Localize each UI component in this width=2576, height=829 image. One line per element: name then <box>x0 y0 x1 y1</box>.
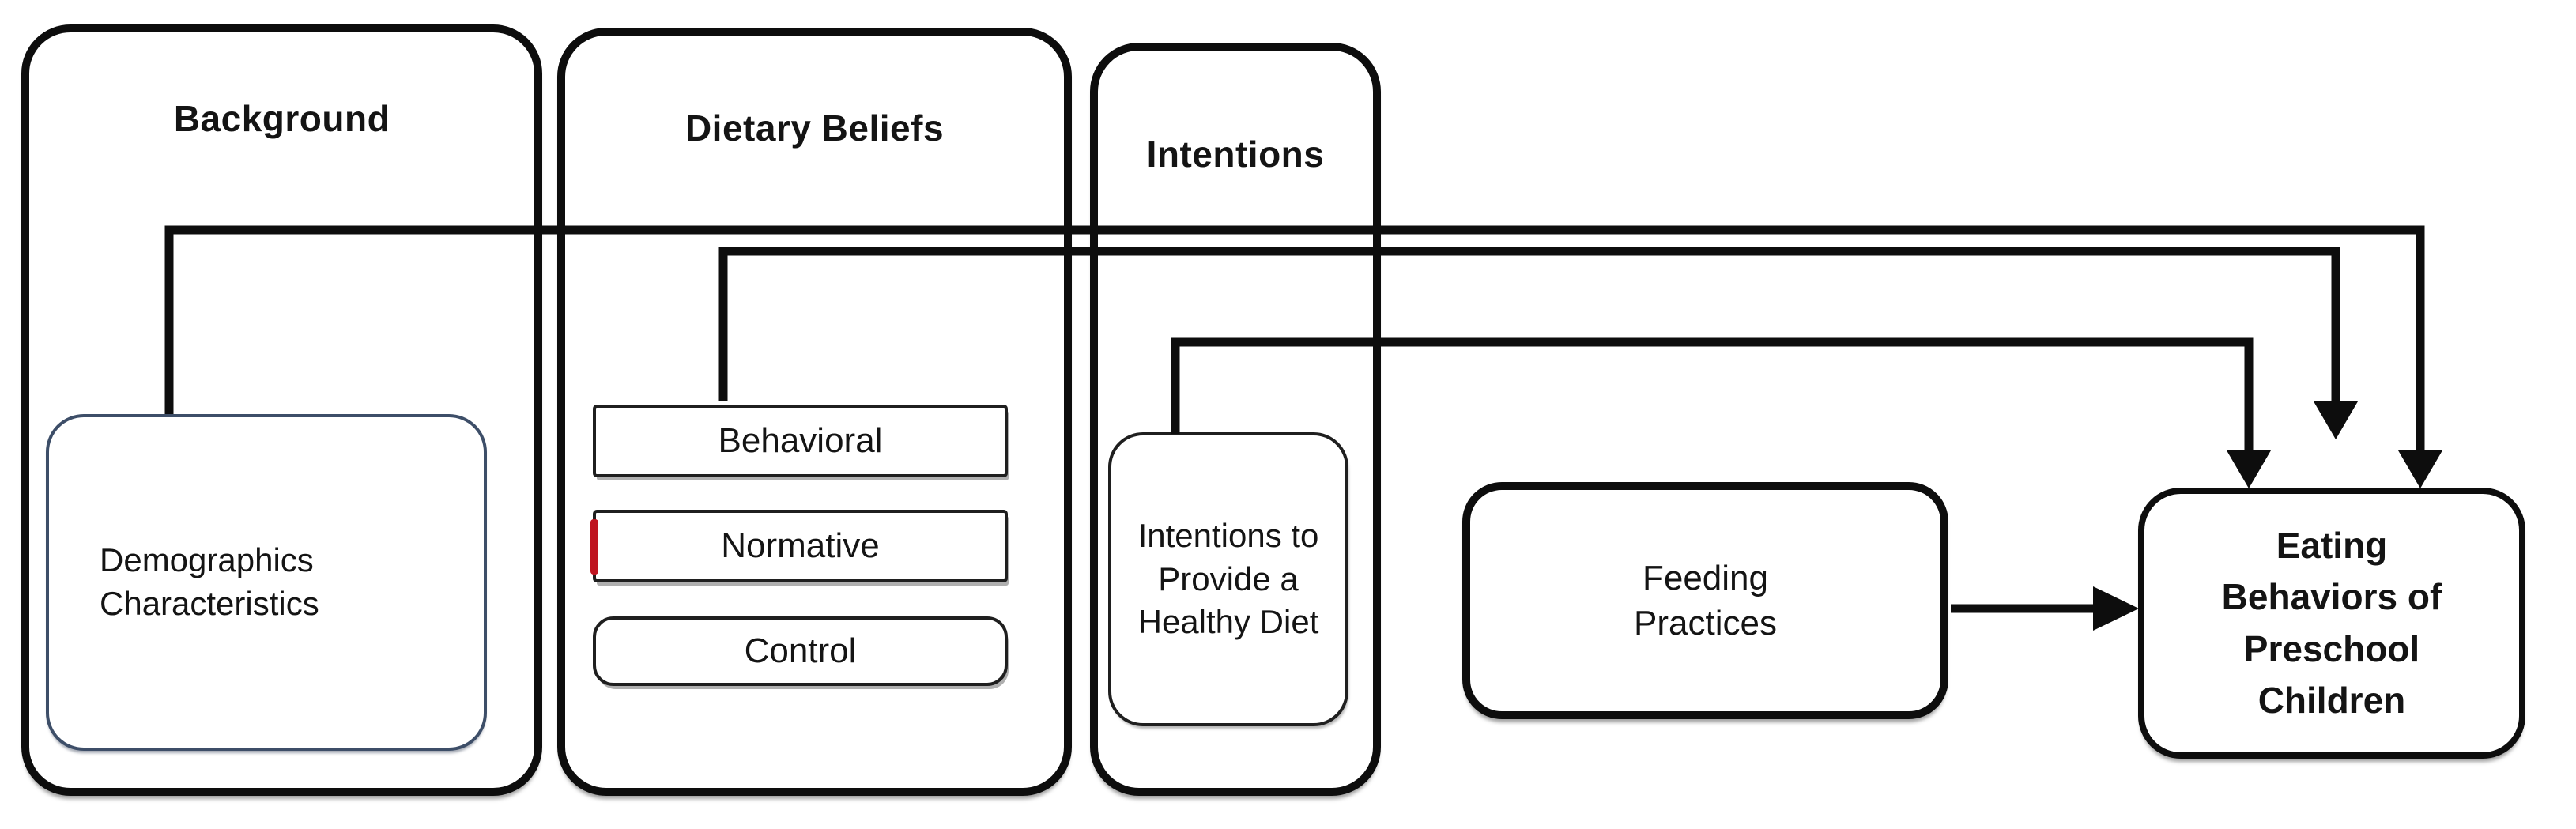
node-eating-behaviors: Eating Behaviors of Preschool Children <box>2138 488 2525 759</box>
node-intentions-to-provide-healthy-diet: Intentions to Provide a Healthy Diet <box>1108 432 1348 726</box>
node-normative-label: Normative <box>721 526 880 566</box>
node-behavioral-label: Behavioral <box>718 421 883 461</box>
group-background-title: Background <box>173 98 390 139</box>
group-dietary-beliefs-title: Dietary Beliefs <box>685 107 945 149</box>
arrowhead-right-icon <box>2093 586 2139 631</box>
node-demographics-characteristics: Demographics Characteristics <box>46 414 487 751</box>
node-control-label: Control <box>744 631 857 671</box>
node-normative: Normative <box>590 510 1008 582</box>
red-accent-mark <box>590 519 598 575</box>
group-intentions-title: Intentions <box>1146 134 1325 175</box>
node-demographics-label: Demographics Characteristics <box>100 541 319 622</box>
edge-feeding-to-eating <box>1951 586 2139 631</box>
node-behavioral: Behavioral <box>593 405 1008 477</box>
node-feeding-practices: Feeding Practices <box>1462 482 1948 719</box>
node-control: Control <box>593 616 1008 686</box>
node-feeding-label: Feeding Practices <box>1634 558 1777 642</box>
node-eating-label: Eating Behaviors of Preschool Children <box>2221 524 2442 721</box>
arrowhead-down-icon <box>2227 450 2271 488</box>
arrowhead-down-icon <box>2398 450 2442 488</box>
node-intentions-label: Intentions to Provide a Healthy Diet <box>1137 517 1319 641</box>
arrowhead-down-icon <box>2314 401 2358 439</box>
